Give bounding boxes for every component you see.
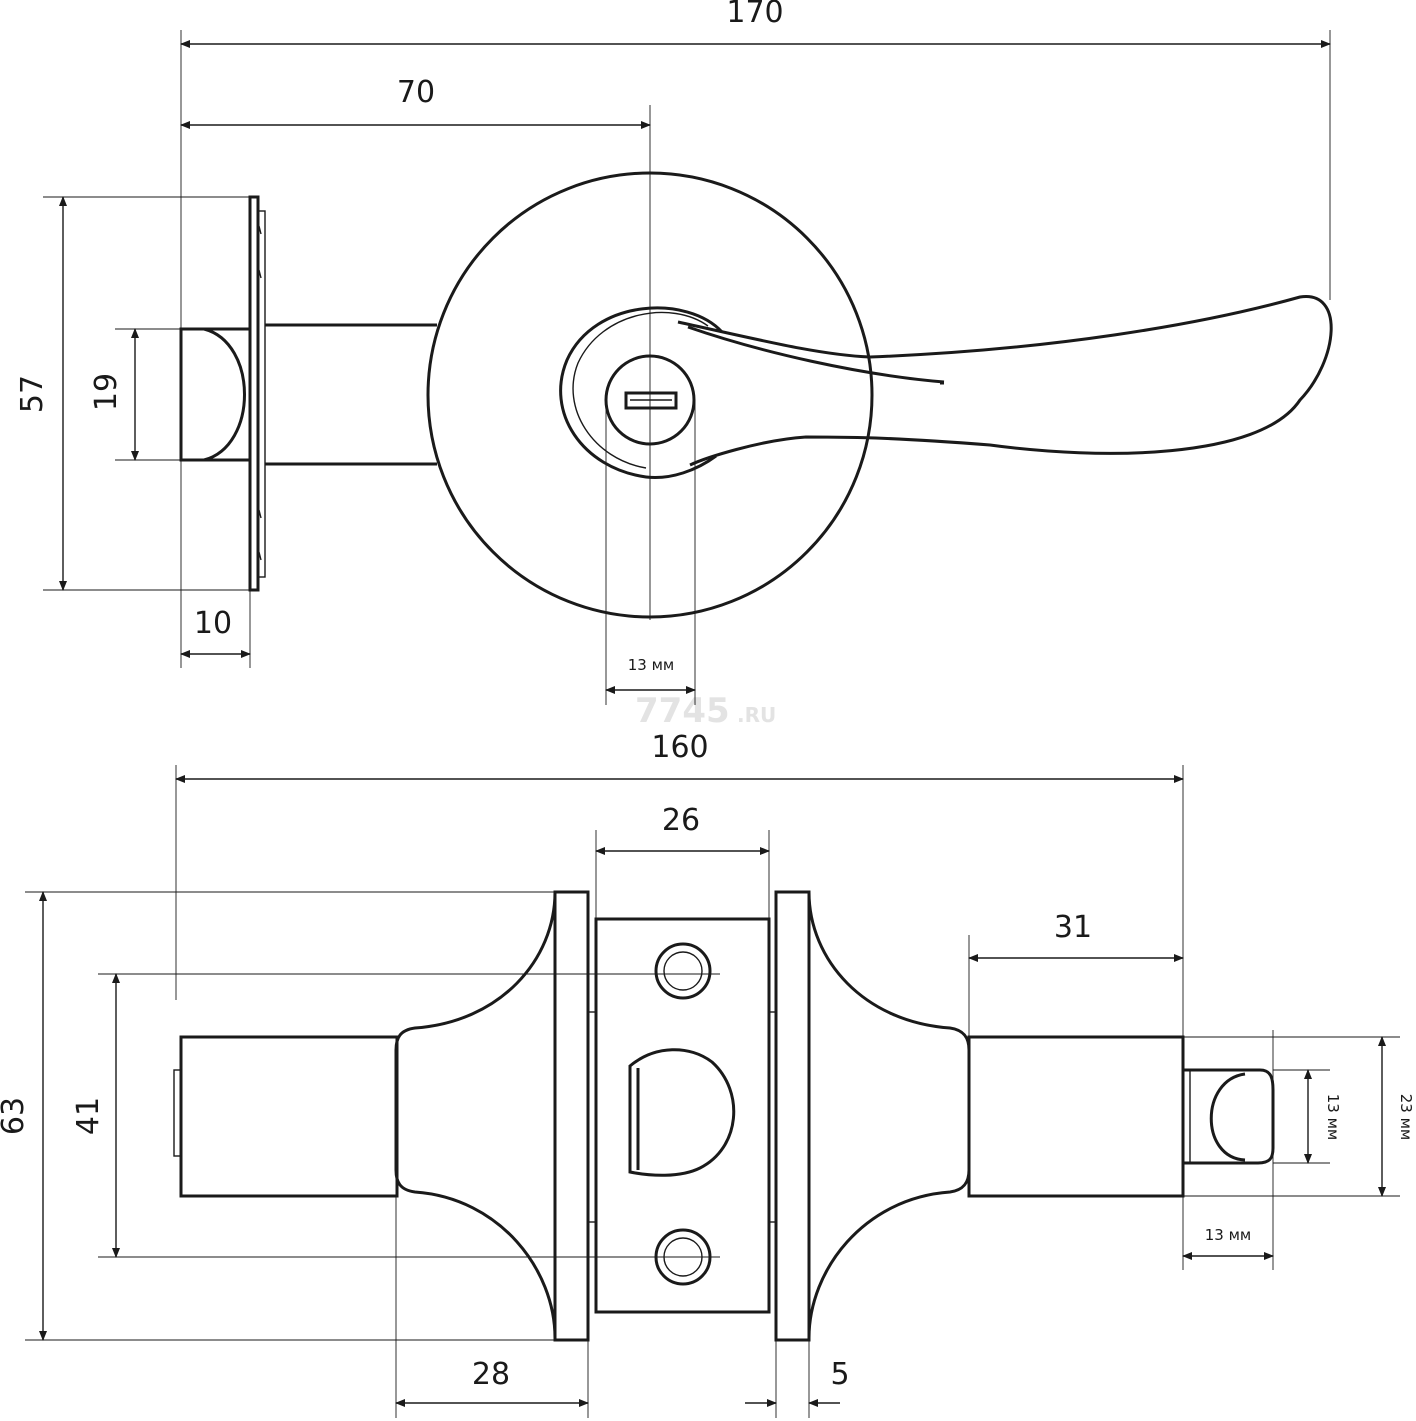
latch-tip: [179, 327, 246, 462]
lever-handle: [677, 295, 1333, 467]
left-plate: [553, 890, 590, 1342]
screw-hole-top-inner: [663, 951, 703, 991]
dim-label-31: 31: [1054, 910, 1092, 945]
flange-plate-inner: [257, 210, 266, 578]
flange-screw-marks: [258, 225, 262, 561]
key-slot: [624, 391, 678, 410]
left-shaft: [179, 1035, 399, 1198]
watermark: 7745 .RU: [635, 691, 776, 731]
dim-label-41: 41: [71, 1097, 106, 1135]
screw-hole-top: [654, 942, 712, 1000]
dim-label-63: 63: [0, 1097, 31, 1135]
spindle: [1183, 1068, 1275, 1165]
lever-collar: [559, 306, 724, 480]
watermark-main: 7745: [635, 691, 730, 731]
dim-label-13mm-top: 13 мм: [628, 656, 675, 674]
right-shaft: [967, 1035, 1185, 1198]
faceplate: [594, 917, 771, 1314]
dim-label-57: 57: [15, 375, 50, 413]
left-shaft-cap: [173, 1069, 182, 1157]
bottom-view: 160 26 31 63 41 28 5 13 мм 13 мм 23 мм: [0, 730, 1415, 1418]
right-plate: [774, 890, 811, 1342]
dim-label-23mm: 23 мм: [1397, 1094, 1415, 1141]
right-body: [807, 891, 971, 1339]
dim-label-5: 5: [830, 1357, 849, 1392]
dim-label-26: 26: [662, 803, 700, 838]
top-view: 170 70 57 19 10 13 мм: [15, 0, 1333, 705]
dim-label-28: 28: [472, 1357, 510, 1392]
dim-label-170: 170: [726, 0, 783, 30]
dim-label-13mm-vertical: 13 мм: [1324, 1094, 1342, 1141]
dim-label-70: 70: [397, 75, 435, 110]
dim-label-10: 10: [194, 606, 232, 641]
watermark-suffix: .RU: [737, 703, 776, 727]
flange-plate: [248, 195, 260, 592]
dim-label-13mm-bottom: 13 мм: [1205, 1226, 1252, 1244]
left-body: [394, 891, 557, 1339]
lever-collar-inner: [572, 311, 709, 469]
latch-window: [628, 1048, 736, 1177]
lever-handle-edge: [687, 325, 945, 384]
spindle-bolt: [1209, 1072, 1246, 1162]
dim-label-160: 160: [651, 730, 708, 765]
dim-label-19: 19: [89, 373, 124, 411]
